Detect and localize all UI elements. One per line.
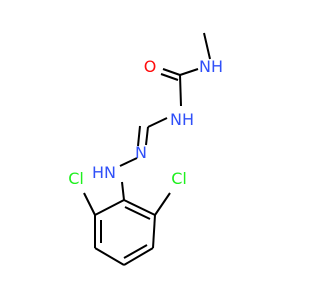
hydrazine-hn-label: HN — [92, 163, 116, 182]
bond-ring-6 — [94, 199, 125, 216]
chlorine-left-label: Cl — [68, 169, 84, 188]
methyl-nh-label: NH — [199, 57, 223, 76]
bond-ring-cl-left — [83, 192, 96, 216]
molecule-svg: O NH NH N HN Cl Cl — [68, 32, 223, 266]
bond-ring-4 — [94, 247, 125, 266]
oxygen-label: O — [144, 57, 157, 76]
bond-ring-1 — [123, 199, 156, 216]
bond-carbonyl-nh — [179, 74, 182, 107]
bond-ring-inner-2 — [123, 244, 148, 259]
bond-ch-n-1 — [145, 126, 149, 146]
bond-ch-n-2 — [137, 125, 141, 147]
bond-n-carbonyl — [179, 68, 199, 76]
bond-nh-ring — [121, 181, 125, 201]
bond-ring-cl-right — [154, 192, 171, 216]
chlorine-right-label: Cl — [171, 169, 187, 188]
urea-nh-label: NH — [170, 110, 194, 129]
bond-methyl-n — [203, 32, 211, 60]
bond-n-nh — [119, 157, 138, 167]
bond-ring-2 — [152, 214, 156, 249]
bond-ring-3 — [123, 247, 154, 266]
bond-nh-ch — [147, 117, 168, 128]
imine-n-label: N — [135, 143, 147, 162]
bond-c-o-2 — [160, 73, 179, 81]
molecule-diagram: O NH NH N HN Cl Cl — [68, 32, 223, 266]
bond-ring-inner-1 — [124, 206, 151, 220]
bond-c-o-1 — [162, 68, 181, 76]
